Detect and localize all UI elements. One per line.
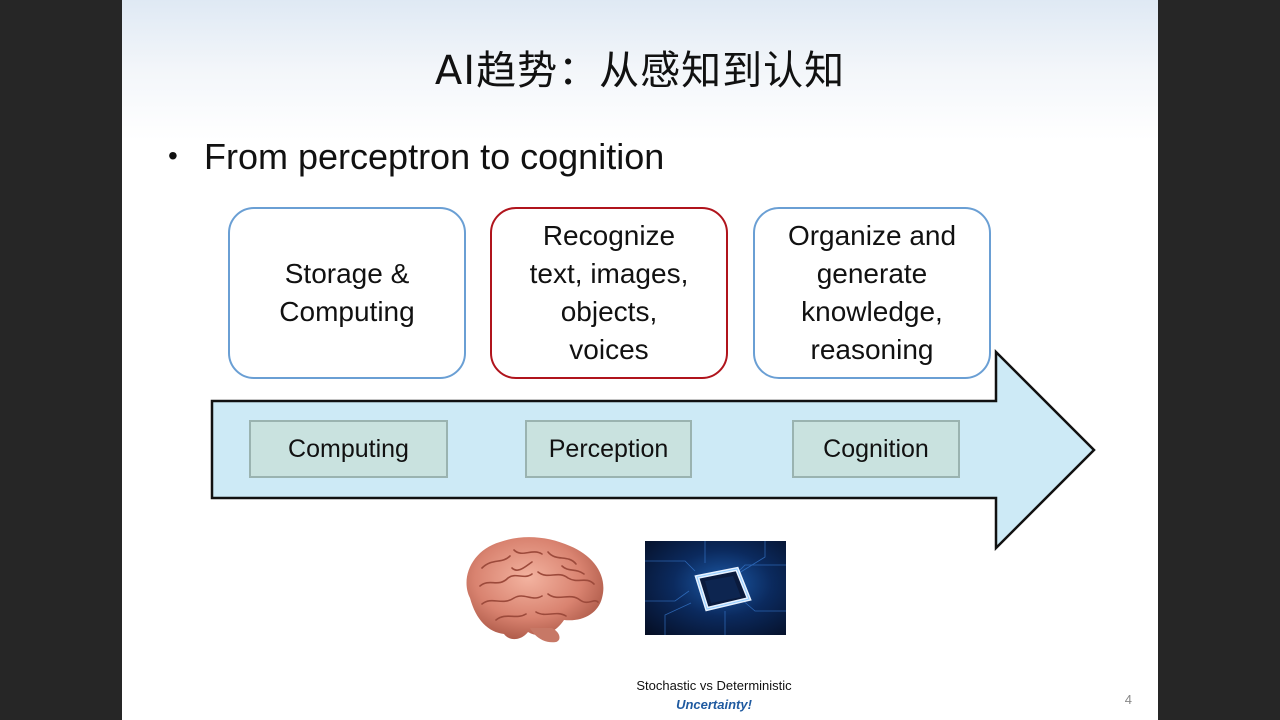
brain-image bbox=[466, 537, 604, 643]
footer-emphasis: Uncertainty! bbox=[676, 697, 752, 712]
bullet-dot-icon: • bbox=[168, 140, 178, 171]
footer-caption: Stochastic vs Deterministic bbox=[636, 678, 792, 693]
stage-label-cognition: Cognition bbox=[792, 420, 960, 478]
stage-label-computing: Computing bbox=[249, 420, 448, 478]
bullet-point: • From perceptron to cognition bbox=[168, 136, 664, 178]
box-recognize: Recognize text, images, objects, voices bbox=[490, 207, 728, 379]
box-text: Organize and generate knowledge, reasoni… bbox=[787, 220, 957, 365]
processor-chip-image bbox=[645, 541, 786, 635]
page-number: 4 bbox=[1124, 692, 1132, 707]
slide-title: AI趋势：从感知到认知 bbox=[434, 48, 846, 94]
presentation-slide: AI趋势：从感知到认知 • From perceptron to cognitio… bbox=[122, 0, 1158, 720]
box-text: Recognize text, images, objects, voices bbox=[529, 220, 689, 365]
bullet-text: From perceptron to cognition bbox=[204, 136, 665, 177]
box-storage-computing: Storage & Computing bbox=[228, 207, 466, 379]
box-text: Storage & Computing bbox=[279, 258, 415, 327]
stage-label-perception: Perception bbox=[525, 420, 692, 478]
box-organize-knowledge: Organize and generate knowledge, reasoni… bbox=[753, 207, 991, 379]
chip-graphic bbox=[645, 541, 786, 635]
